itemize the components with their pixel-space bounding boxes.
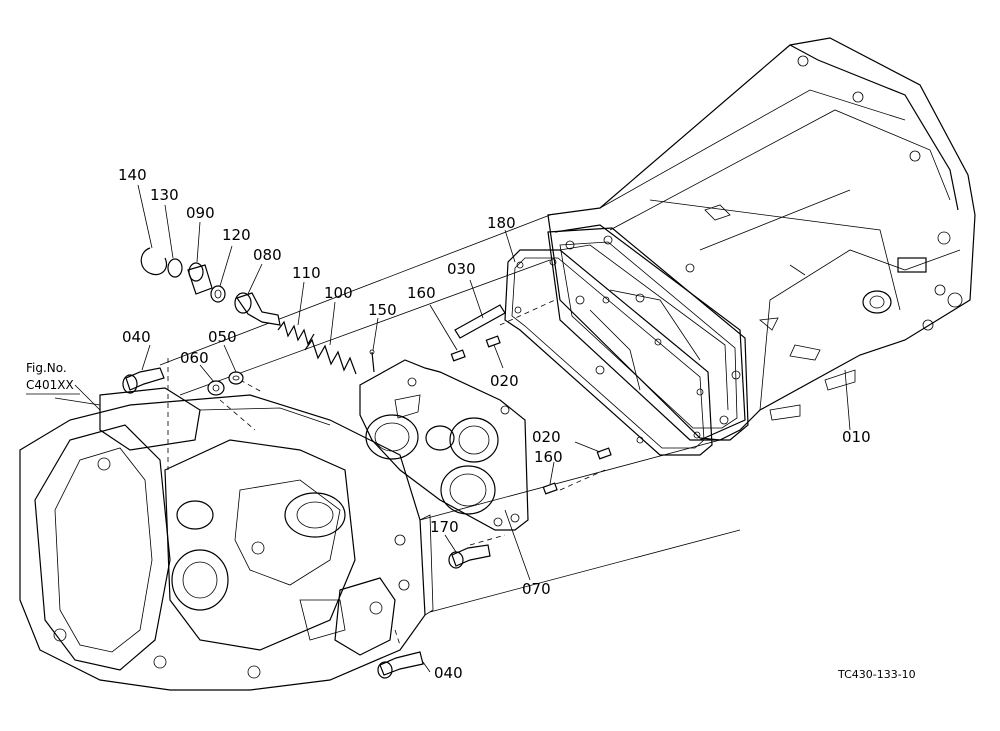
spring-100	[304, 338, 357, 375]
drawing-code: TC430-133-10	[837, 668, 916, 681]
figure-reference: Fig.No. C401XX	[26, 361, 80, 395]
callout-160-lower: 160	[534, 448, 563, 466]
o-ring-130	[167, 258, 183, 278]
circlip-140	[140, 247, 168, 276]
front-flange-plate	[547, 227, 749, 441]
callout-020-upper: 020	[490, 372, 519, 390]
bolt-040a	[125, 367, 165, 391]
callout-060: 060	[180, 349, 209, 367]
callout-040-lower: 040	[434, 664, 463, 682]
callout-020-lower: 020	[532, 428, 561, 446]
callout-180: 180	[487, 214, 516, 232]
callout-100: 100	[324, 284, 353, 302]
callout-080: 080	[253, 246, 282, 264]
callout-070: 070	[522, 580, 551, 598]
callout-030: 030	[447, 260, 476, 278]
callout-labels: 140 130 090 120 080 110 100 150 160 030 …	[118, 166, 871, 682]
callout-050: 050	[208, 328, 237, 346]
fig-no-value: C401XX	[26, 378, 74, 392]
callout-160-upper: 160	[407, 284, 436, 302]
pin-150	[371, 351, 375, 373]
callout-090: 090	[186, 204, 215, 222]
washer-120	[210, 285, 226, 303]
fig-no-label: Fig.No.	[26, 361, 67, 375]
spool-080	[236, 292, 281, 326]
callout-040-upper: 040	[122, 328, 151, 346]
nut-060	[207, 380, 225, 396]
callout-140: 140	[118, 166, 147, 184]
gasket-180	[504, 249, 713, 456]
washer-050	[228, 371, 244, 385]
callout-110: 110	[292, 264, 321, 282]
dowel-160a	[450, 349, 466, 362]
dowel-020b	[596, 447, 612, 460]
valve-components	[122, 247, 612, 679]
callout-120: 120	[222, 226, 251, 244]
callout-130: 130	[150, 186, 179, 204]
callout-170: 170	[430, 518, 459, 536]
bolt-040b	[379, 651, 424, 676]
transmission-case-010	[547, 37, 976, 441]
callout-010: 010	[842, 428, 871, 446]
callout-150: 150	[368, 301, 397, 319]
stud-030	[454, 304, 506, 339]
bolt-170	[451, 544, 491, 567]
front-housing	[19, 387, 434, 691]
dowel-160b	[542, 482, 558, 495]
leader-lines	[54, 184, 851, 673]
dowel-020a	[485, 335, 501, 348]
assembly-lines	[74, 214, 741, 646]
spring-110	[277, 320, 315, 346]
